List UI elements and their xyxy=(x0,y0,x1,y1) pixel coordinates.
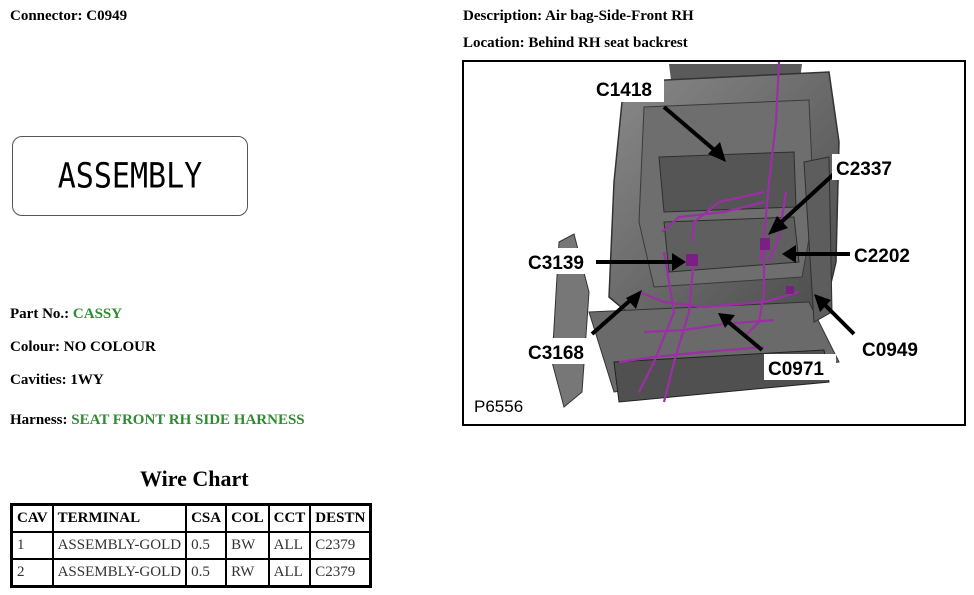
table-row: 2 ASSEMBLY-GOLD 0.5 RW ALL C2379 xyxy=(10,558,372,588)
cell-cav: 1 xyxy=(10,531,54,560)
description-label: Description: xyxy=(463,8,543,24)
connector-c3139-shape xyxy=(686,254,698,266)
callout-c3168: C3168 xyxy=(528,343,584,364)
harness-value-link[interactable]: SEAT FRONT RH SIDE HARNESS xyxy=(71,412,305,428)
colour-value: NO COLOUR xyxy=(63,339,156,355)
harness-line: Harness: SEAT FRONT RH SIDE HARNESS xyxy=(10,412,305,429)
wire-chart-title: Wire Chart xyxy=(140,466,249,491)
assembly-text: ASSEMBLY xyxy=(57,155,203,197)
colour-label: Colour: xyxy=(10,339,60,355)
callout-c2202: C2202 xyxy=(854,246,910,267)
location-line: Location: Behind RH seat backrest xyxy=(463,35,688,52)
cell-col: BW xyxy=(225,531,270,560)
cell-destn: C2379 xyxy=(309,531,372,560)
cell-destn: C2379 xyxy=(309,558,372,588)
callout-c1418: C1418 xyxy=(596,80,652,101)
callout-c3139: C3139 xyxy=(528,253,584,274)
table-header-row: CAV TERMINAL CSA COL CCT DESTN xyxy=(10,503,372,533)
cell-cct: ALL xyxy=(267,531,312,560)
part-value-link[interactable]: CASSY xyxy=(72,306,123,322)
part-number-line: Part No.: CASSY xyxy=(10,306,122,323)
callout-c0971: C0971 xyxy=(768,359,824,380)
cell-csa: 0.5 xyxy=(185,531,228,560)
column-header-csa: CSA xyxy=(185,503,228,533)
cell-cct: ALL xyxy=(267,558,312,588)
connector-line: Connector: C0949 xyxy=(10,8,127,25)
connector-label: Connector: xyxy=(10,8,83,24)
callout-leader-lines xyxy=(590,105,856,352)
description-value: Air bag-Side-Front RH xyxy=(545,8,694,24)
connector-value: C0949 xyxy=(86,8,128,24)
location-label: Location: xyxy=(463,35,525,51)
column-header-terminal: TERMINAL xyxy=(51,503,188,533)
location-illustration: C1418 C2337 C3139 C2202 C3168 C0949 C097… xyxy=(462,60,966,426)
cell-terminal: ASSEMBLY-GOLD xyxy=(51,558,188,588)
colour-line: Colour: NO COLOUR xyxy=(10,339,156,356)
harness-label: Harness: xyxy=(10,412,68,428)
cavities-line: Cavities: 1WY xyxy=(10,372,104,389)
callout-c0949: C0949 xyxy=(862,340,918,361)
column-header-col: COL xyxy=(225,503,270,533)
cell-col: RW xyxy=(225,558,270,588)
connector-face-box: ASSEMBLY xyxy=(12,136,248,216)
cavities-label: Cavities: xyxy=(10,372,67,388)
wire-chart-table: CAV TERMINAL CSA COL CCT DESTN 1 ASSEMBL… xyxy=(10,503,373,588)
connector-c2337-shape xyxy=(760,238,770,250)
callout-c2337: C2337 xyxy=(836,159,892,180)
location-value: Behind RH seat backrest xyxy=(528,35,688,51)
figure-id-label: P6556 xyxy=(474,397,523,416)
cell-csa: 0.5 xyxy=(185,558,228,588)
column-header-destn: DESTN xyxy=(309,503,372,533)
description-line: Description: Air bag-Side-Front RH xyxy=(463,8,694,25)
connector-c0949-shape xyxy=(786,286,794,294)
seat-illustration-svg: C1418 C2337 C3139 C2202 C3168 C0949 C097… xyxy=(470,62,930,416)
column-header-cct: CCT xyxy=(267,503,312,533)
table-row: 1 ASSEMBLY-GOLD 0.5 BW ALL C2379 xyxy=(10,531,372,560)
cell-terminal: ASSEMBLY-GOLD xyxy=(51,531,188,560)
cell-cav: 2 xyxy=(10,558,54,588)
callout-labels: C1418 C2337 C3139 C2202 C3168 C0949 C097… xyxy=(524,76,930,380)
column-header-cav: CAV xyxy=(10,503,54,533)
part-label: Part No.: xyxy=(10,306,70,322)
cavities-value: 1WY xyxy=(70,372,104,388)
